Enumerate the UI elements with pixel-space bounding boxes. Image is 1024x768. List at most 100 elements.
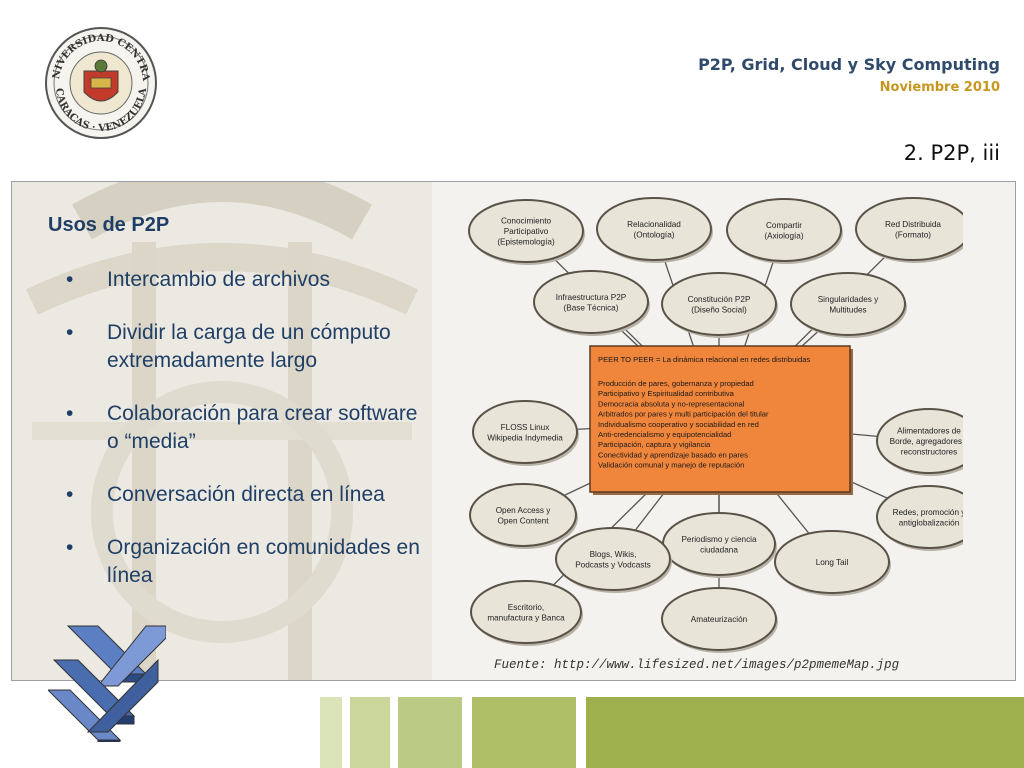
node-label: Constitución P2P [688, 295, 751, 304]
mind-map-node: Escritorio,manufactura y Banca [470, 580, 583, 646]
mind-map-node: Compartir(Axiología) [726, 198, 843, 264]
footer-bar [350, 697, 390, 768]
node-ellipse [470, 580, 582, 644]
node-ellipse [472, 400, 578, 464]
node-label: Relacionalidad [627, 220, 681, 229]
center-line: Individualismo cooperativo y sociabilida… [598, 420, 759, 429]
mind-map-node: Long Tail [774, 530, 891, 596]
mind-map-node: Red Distribuida(Formato) [855, 197, 963, 263]
center-line: Arbitrados por pares y multi participaci… [598, 410, 769, 419]
mind-map-node: Constitución P2P(Diseño Social) [661, 272, 778, 338]
presentation-title: P2P, Grid, Cloud y Sky Computing [698, 55, 1000, 74]
node-label: Blogs, Wikis, [590, 550, 637, 559]
list-item-text: Dividir la carga de un cómputo extremada… [107, 321, 391, 372]
node-label: Redes, promoción y [893, 508, 963, 517]
node-label: Red Distribuida [885, 220, 941, 229]
node-label: Borde, agregadores y [890, 437, 963, 446]
node-label: (Axiología) [764, 231, 803, 240]
source-citation: Fuente: http://www.lifesized.net/images/… [494, 658, 900, 672]
bullet-icon: • [66, 321, 74, 344]
node-label: Long Tail [816, 558, 849, 567]
slide-title: 2. P2P, iii [903, 141, 1000, 165]
content-frame: Usos de P2P • Intercambio de archivos • Di… [11, 181, 1016, 681]
list-item-text: Organización en comunidades en línea [107, 536, 420, 587]
node-ellipse [533, 270, 649, 334]
bullet-icon: • [66, 536, 74, 559]
bullet-icon: • [66, 268, 74, 291]
list-item: • Colaboración para crear software o “med… [60, 400, 430, 456]
mind-map-node: Relacionalidad(Ontología) [596, 197, 713, 263]
node-label: FLOSS Linux [501, 423, 550, 432]
center-definition-box [589, 345, 851, 493]
center-line: Conectividad y aprendizaje basado en par… [598, 450, 748, 459]
node-label: Open Access y [496, 506, 552, 515]
node-ellipse [774, 530, 890, 594]
node-ellipse [662, 512, 776, 576]
presentation-date: Noviembre 2010 [879, 80, 1000, 95]
section-heading: Usos de P2P [48, 214, 170, 236]
node-ellipse [596, 197, 712, 261]
list-item: • Conversación directa en línea [60, 481, 430, 509]
node-label: (Epistemología) [497, 238, 555, 247]
watermark-background [12, 182, 432, 680]
node-ellipse [555, 527, 671, 591]
node-ellipse [726, 198, 842, 262]
node-label: reconstructores [901, 448, 957, 457]
node-ellipse [876, 408, 963, 474]
node-ellipse [790, 272, 906, 336]
node-label: Amateurización [691, 615, 748, 624]
list-item: • Organización en comunidades en línea [60, 534, 430, 590]
node-label: (Diseño Social) [691, 305, 747, 314]
bullet-icon: • [66, 402, 74, 425]
node-label: Participativo [504, 227, 549, 236]
node-label: (Formato) [895, 230, 931, 239]
mind-map-node: Blogs, Wikis,Podcasts y Vodcasts [555, 527, 672, 593]
center-line: Democracia absoluta y no-representaciona… [598, 399, 745, 408]
node-label: (Base Técnica) [564, 303, 619, 312]
bullet-icon: • [66, 483, 74, 506]
center-heading: PEER TO PEER = La dinámica relacional en… [598, 355, 810, 364]
footer-bar [398, 697, 462, 768]
uses-list: • Intercambio de archivos • Dividir la car… [60, 266, 430, 615]
university-seal-logo: UNIVERSIDAD CENTRAL CARACAS · VENEZUELA [44, 26, 157, 139]
center-line: Validación comunal y manejo de reputació… [598, 461, 744, 470]
node-ellipse [468, 199, 584, 263]
mind-map-node: Infraestructura P2P(Base Técnica) [533, 270, 650, 336]
list-item-text: Colaboración para crear software o “medi… [107, 402, 418, 453]
node-label: antiglobalización [899, 518, 960, 527]
mind-map-node: Amateurización [661, 587, 778, 653]
node-label: Escritorio, [508, 603, 544, 612]
node-label: Compartir [766, 221, 802, 230]
list-item: • Intercambio de archivos [60, 266, 430, 294]
node-label: Alimentadores de [897, 427, 961, 436]
node-label: Multitudes [829, 305, 866, 314]
node-label: Wikipedia Indymedia [487, 433, 563, 442]
list-item-text: Intercambio de archivos [107, 268, 330, 291]
list-item-text: Conversación directa en línea [107, 483, 385, 506]
node-label: manufactura y Banca [487, 613, 565, 622]
node-label: Conocimiento [501, 217, 552, 226]
footer-bar [320, 697, 342, 768]
node-ellipse [876, 485, 963, 549]
node-ellipse [661, 272, 777, 336]
node-label: ciudadana [700, 545, 738, 554]
center-line: Participación, captura y vigilancia [598, 440, 711, 449]
node-label: Singularidades y [818, 295, 879, 304]
node-ellipse [469, 483, 577, 547]
center-line: Participativo y Espiritualidad contribut… [598, 389, 735, 398]
node-ellipse [661, 587, 777, 651]
footer-bar [472, 697, 576, 768]
node-label: (Ontología) [634, 230, 675, 239]
node-label: Periodismo y ciencia [681, 535, 757, 544]
footer-bar [586, 697, 1024, 768]
node-label: Open Content [498, 516, 550, 525]
list-item: • Dividir la carga de un cómputo extremad… [60, 319, 430, 375]
